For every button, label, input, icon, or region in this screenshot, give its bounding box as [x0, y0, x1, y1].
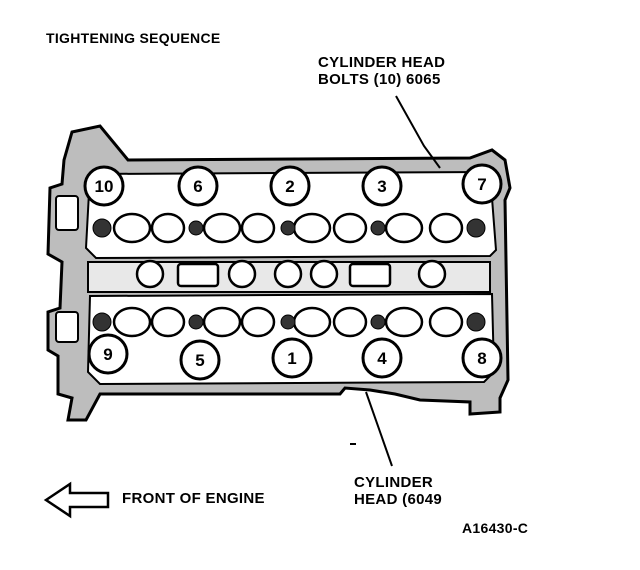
bolt-lower-8: 8	[461, 337, 503, 379]
bolt-upper-2: 2	[269, 165, 311, 207]
bolt-circle	[271, 337, 313, 379]
front-of-engine-label: FRONT OF ENGINE	[122, 490, 265, 507]
bolts-callout-line1: CYLINDER HEAD	[318, 54, 446, 71]
gallery-holes	[135, 259, 447, 289]
figure-id: A16430-C	[462, 520, 529, 536]
cylinder-head-bolts-callout: CYLINDER HEAD BOLTS (10) 6065	[318, 54, 445, 88]
bolt-upper-3: 3	[361, 165, 403, 207]
bolt-upper-10: 10	[83, 165, 125, 207]
upper-ports	[112, 212, 464, 244]
leader-lines	[350, 95, 441, 467]
bolt-sequence-number: 6	[193, 177, 202, 196]
bolt-sequence-number: 2	[285, 177, 294, 196]
dowel-marks	[92, 218, 486, 332]
bolt-circle	[461, 337, 503, 379]
bolt-lower-4: 4	[361, 337, 403, 379]
bolt-sequence-number: 7	[477, 175, 486, 194]
head-callout-line2: HEAD (6049	[354, 491, 443, 508]
left-flange	[55, 195, 79, 343]
bolt-circle	[361, 337, 403, 379]
head-callout-line1: CYLINDER	[354, 474, 434, 491]
bolt-sequence-number: 9	[103, 345, 112, 364]
bolt-circle	[179, 339, 221, 381]
bolt-circle	[83, 165, 125, 207]
bolt-circle	[177, 165, 219, 207]
bolts-callout-line2: BOLTS (10) 6065	[318, 71, 441, 88]
bolt-circle	[87, 333, 129, 375]
bolts-leader-line	[395, 95, 441, 169]
bolt-upper-6: 6	[177, 165, 219, 207]
bolt-lower-1: 1	[271, 337, 313, 379]
bolt-sequence-number: 10	[95, 177, 114, 196]
bolt-sequence-number: 8	[477, 349, 486, 368]
bolt-sequence-number: 3	[377, 177, 386, 196]
bolt-circle	[361, 165, 403, 207]
cylinder-head-callout: CYLINDER HEAD (6049	[354, 474, 442, 508]
bolt-sequence-number: 5	[195, 351, 204, 370]
bolt-upper-7: 7	[461, 163, 503, 205]
head-leader-line	[365, 391, 393, 467]
bolt-sequence-number: 4	[377, 349, 387, 368]
diagram-title: TIGHTENING SEQUENCE	[46, 30, 221, 46]
bolt-circle	[269, 165, 311, 207]
bolt-lower-5: 5	[179, 339, 221, 381]
bolt-sequence-number: 1	[287, 349, 296, 368]
bolt-lower-9: 9	[87, 333, 129, 375]
left-arrow-icon	[43, 481, 110, 519]
bolt-circle	[461, 163, 503, 205]
